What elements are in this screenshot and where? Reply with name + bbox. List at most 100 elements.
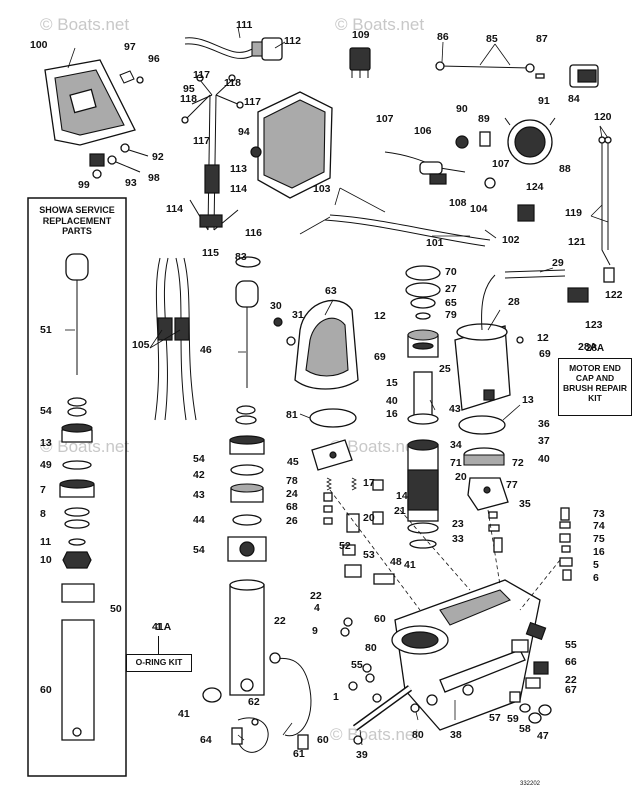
reservoir-sleeve-drawing	[407, 439, 439, 549]
part-number-callout: 104	[470, 203, 488, 215]
part-number-callout: 109	[352, 29, 370, 41]
manifold-block-drawing	[311, 439, 353, 471]
part-number-callout: 36	[538, 418, 550, 430]
part-number-callout: 70	[445, 266, 457, 278]
part-number-callout: 85	[486, 33, 498, 45]
part-number-callout: 14	[396, 490, 408, 502]
o-ring-stack-drawing	[405, 265, 441, 425]
part-number-callout: 43	[193, 489, 205, 501]
part-number-callout: 93	[125, 177, 137, 189]
part-number-callout: 37	[538, 435, 550, 447]
o-ring-drawing	[458, 415, 506, 435]
part-number-callout: 118	[180, 93, 197, 105]
mounting-bracket-drawing	[44, 59, 149, 179]
part-number-callout: 50	[110, 603, 122, 615]
part-number-callout: 54	[193, 453, 205, 465]
watermark-layer: © Boats.net © Boats.net © Boats.net © Bo…	[40, 15, 424, 744]
part-number-callout: 91	[538, 95, 550, 107]
part-number-callout: 95	[183, 83, 195, 95]
part-number-callout: 60	[374, 613, 386, 625]
part-number-callout: 114	[230, 183, 247, 195]
part-number-callout: 107	[492, 158, 510, 170]
part-number-callout: 80	[412, 729, 424, 741]
part-number-callout: 88	[559, 163, 571, 175]
part-number-callout: 105	[132, 339, 150, 351]
part-number-callout: 13	[522, 394, 534, 406]
part-number-callout: 113	[230, 163, 247, 175]
part-number-callout: 8	[40, 508, 46, 520]
part-number-callout: 101	[426, 237, 444, 249]
part-number-callout: 1	[333, 691, 339, 703]
part-number-callout: 63	[325, 285, 337, 297]
leader-lines	[65, 26, 609, 746]
bottom-parts-drawing	[202, 617, 420, 753]
watermark-text: © Boats.net	[40, 15, 129, 34]
part-number-callout: 69	[539, 348, 551, 360]
part-number-callout: 90	[456, 103, 468, 115]
watermark-text: © Boats.net	[330, 725, 419, 744]
gauge-drawing	[455, 117, 556, 165]
part-number-callout: 55	[351, 659, 363, 671]
control-box-drawing	[250, 91, 333, 199]
part-number-callout: 78	[286, 475, 298, 487]
part-number-callout: 24	[286, 488, 298, 500]
part-number-callout: 59	[507, 713, 519, 725]
part-number-callout: 47	[537, 730, 549, 742]
part-number-callout: 86	[437, 31, 449, 43]
part-number-callout: 116	[245, 227, 262, 239]
part-number-callout: 35	[519, 498, 531, 510]
part-number-callout: 118	[224, 77, 241, 89]
part-number-callout: 62	[248, 696, 260, 708]
part-number-callout: 55	[565, 639, 577, 651]
part-number-callout: 12	[374, 310, 386, 322]
part-number-callout: 79	[445, 309, 457, 321]
cylinder-rod-drawing	[227, 256, 267, 696]
wire-harness-drawing	[184, 37, 283, 61]
part-number-callout: 16	[386, 408, 398, 420]
pump-cover-drawing	[273, 299, 359, 390]
part-number-callout: 46	[200, 344, 212, 356]
part-number-callout: 98	[148, 172, 160, 184]
part-number-callout: 77	[506, 479, 518, 491]
motor-drawing	[454, 274, 524, 411]
part-number-callout: 6	[593, 572, 599, 584]
part-number-callout: 49	[40, 459, 52, 471]
fittings-drawing	[509, 621, 552, 724]
part-number-callout: 4	[314, 602, 320, 614]
part-number-callout: 69	[374, 351, 386, 363]
part-number-callout: 111	[236, 19, 253, 31]
part-number-callout: 68	[286, 501, 298, 513]
part-number-callout: 107	[376, 113, 394, 125]
part-number-callout: 10	[40, 554, 52, 566]
part-number-callout: 58	[519, 723, 531, 735]
part-number-callout: 121	[568, 236, 586, 248]
part-number-callout: 84	[568, 93, 580, 105]
part-number-callout: 28	[508, 296, 520, 308]
part-number-callout: 44	[193, 514, 205, 526]
watermark-text: © Boats.net	[335, 15, 424, 34]
part-number-callout: 120	[594, 111, 612, 123]
part-number-callout: 40	[386, 395, 398, 407]
part-number-callout: 53	[363, 549, 375, 561]
valve-parts-drawing	[488, 507, 573, 581]
part-number-callout: 21	[394, 505, 406, 517]
part-number-callout: 12	[537, 332, 549, 344]
pump-housing-drawing	[329, 489, 561, 731]
motor-repair-kit-ref: 28A	[585, 343, 605, 354]
part-number-callout: 13	[40, 437, 52, 449]
part-number-callout: 64	[200, 734, 212, 746]
part-number-callout: 22	[310, 590, 322, 602]
part-number-callout: 51	[40, 324, 52, 336]
part-number-callout: 28A	[578, 341, 598, 353]
part-number-callout: 16	[593, 546, 605, 558]
part-number-callout: 75	[593, 533, 605, 545]
part-number-callout: 7	[40, 484, 46, 496]
wire-29-drawing	[504, 269, 589, 303]
pivot-pin-drawing	[353, 686, 412, 730]
part-number-callout: 83	[235, 251, 247, 263]
motor-repair-kit-label: MOTOR END CAP AND BRUSH REPAIR KIT	[558, 358, 632, 416]
part-number-callout: 25	[439, 363, 451, 375]
showa-kit-frame	[27, 197, 127, 777]
part-number-callout: 15	[386, 377, 398, 389]
part-number-callout: 89	[478, 113, 490, 125]
